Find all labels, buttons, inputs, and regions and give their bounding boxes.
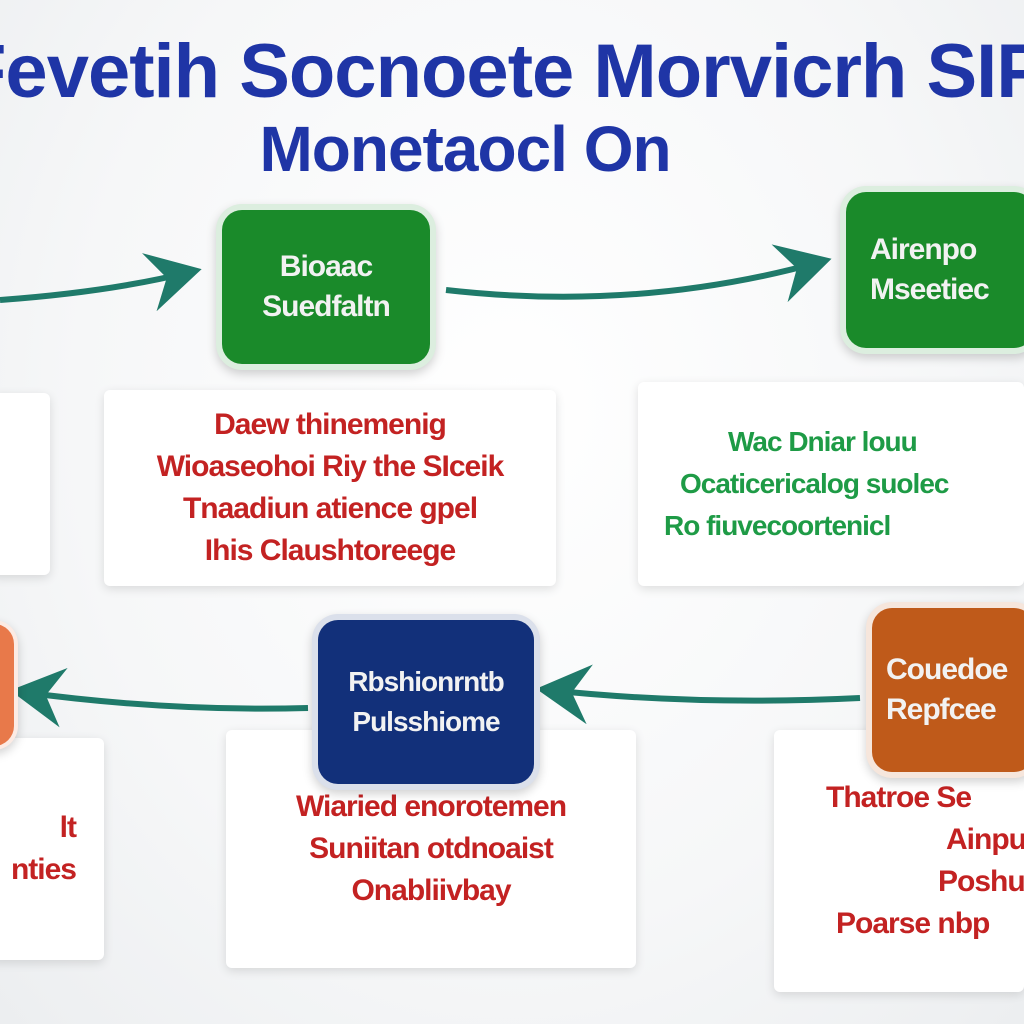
card-text-line: Onabliivbay <box>351 874 511 907</box>
card-text-line: Ocaticericalog suolec <box>680 468 949 499</box>
card-bottom-left: lt nties <box>0 738 104 960</box>
process-node-bottom-left-fragment <box>0 620 18 750</box>
process-node-top-right: Airenpo Mseetiec <box>840 186 1024 354</box>
diagram-subtitle: Monetaocl On <box>259 113 671 185</box>
node-label-line: Mseetiec <box>870 273 990 306</box>
node-label-line: Suedfaltn <box>262 290 391 323</box>
card-text-line: Daew thinemenig <box>214 408 447 441</box>
card-text-line: lt <box>59 811 77 844</box>
card-text-line: Suniitan otdnoaist <box>309 832 554 865</box>
card-top-right: Wac Dniar louu Ocaticericalog suolec Ro … <box>638 382 1024 586</box>
card-text-line: Poshutlu <box>938 865 1024 898</box>
card-text-line: Ihis Claushtoreege <box>204 534 456 567</box>
card-text-line: nties <box>10 853 77 886</box>
node-label-line: Couedoe <box>886 653 1008 686</box>
card-text-line: Wac Dniar louu <box>728 426 918 457</box>
arrow-left-to-top-middle <box>0 253 202 312</box>
card-text-line: Ro fiuvecoortenicl <box>664 510 891 541</box>
process-node-bottom-middle: Rbshionrntb Pulsshiome <box>312 614 540 790</box>
node-label-line: Bioaac <box>279 250 373 283</box>
card-top-left-fragment <box>0 393 50 575</box>
process-node-bottom-right: Couedoe Repfcee <box>866 602 1024 778</box>
card-top-middle: Daew thinemenig Wioaseohoi Riy the SIcei… <box>104 390 556 586</box>
diagram-title: Fevetih Socnoete Morvicrh SIPie <box>0 29 1024 114</box>
node-label-line: Rbshionrntb <box>348 666 504 697</box>
process-node-top-middle: Bioaac Suedfaltn <box>216 204 436 370</box>
card-text-line: Poarse nbp <box>836 907 990 940</box>
card-text-line: Ainpuslc <box>946 823 1024 856</box>
node-label-line: Pulsshiome <box>352 706 500 737</box>
node-label-line: Repfcee <box>886 693 997 726</box>
arrow-bottom-middle-to-left <box>10 667 309 728</box>
card-text-line: Wioaseohoi Riy the SIceik <box>156 450 504 483</box>
arrow-bottom-right-to-bottom-middle <box>536 664 861 725</box>
node-label-line: Airenpo <box>870 233 977 266</box>
card-text-line: Wiaried enorotemen <box>295 790 567 823</box>
card-text-line: Thatroe Se <box>826 781 972 814</box>
arrow-top-middle-to-top-right <box>445 244 832 303</box>
card-text-line: Tnaadiun atience gpel <box>182 492 478 525</box>
